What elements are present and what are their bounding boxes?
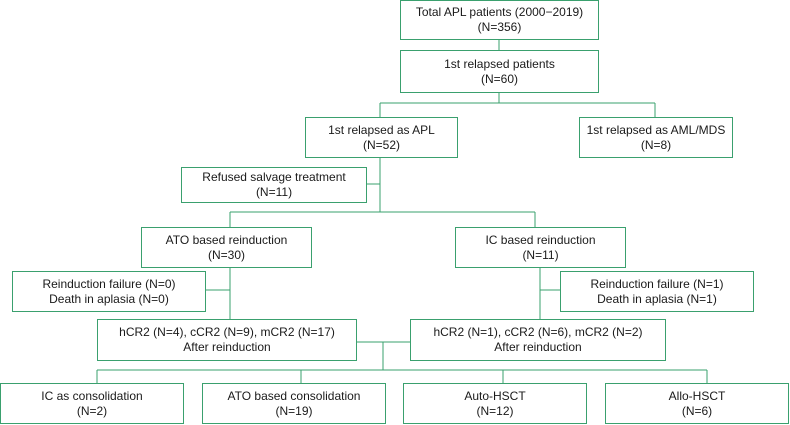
ato-consolidation-count: (N=19) bbox=[275, 403, 313, 418]
ic-reinduction-title: IC based reinduction bbox=[485, 232, 596, 247]
ato-consolidation-box: ATO based consolidation (N=19) bbox=[202, 383, 386, 424]
relapsed-aml-count: (N=8) bbox=[640, 137, 672, 152]
ato-reinduction-title: ATO based reinduction bbox=[165, 232, 288, 247]
relapsed-patients-title: 1st relapsed patients bbox=[444, 56, 555, 71]
refused-salvage-title: Refused salvage treatment bbox=[202, 170, 346, 184]
ato-failure-box: Reinduction failure (N=0) Death in aplas… bbox=[12, 271, 206, 312]
auto-hsct-count: (N=12) bbox=[476, 403, 514, 418]
auto-hsct-box: Auto-HSCT (N=12) bbox=[403, 383, 587, 424]
ato-cr2-box: hCR2 (N=4), cCR2 (N=9), mCR2 (N=17) Afte… bbox=[97, 319, 357, 361]
refused-salvage-count: (N=11) bbox=[255, 185, 293, 199]
allo-hsct-title: Allo-HSCT bbox=[668, 388, 726, 403]
relapsed-apl-box: 1st relapsed as APL (N=52) bbox=[305, 117, 458, 158]
ic-failure-reinduction: Reinduction failure (N=1) bbox=[590, 276, 724, 291]
ato-reinduction-count: (N=30) bbox=[207, 247, 245, 262]
ic-reinduction-count: (N=11) bbox=[522, 247, 559, 262]
total-patients-box: Total APL patients (2000−2019) (N=356) bbox=[400, 0, 599, 40]
ic-reinduction-box: IC based reinduction (N=11) bbox=[455, 227, 626, 268]
ato-cr2-label: After reinduction bbox=[183, 340, 271, 354]
ic-cr2-box: hCR2 (N=1), cCR2 (N=6), mCR2 (N=2) After… bbox=[410, 319, 666, 361]
ic-consolidation-count: (N=2) bbox=[76, 403, 108, 418]
ato-failure-death: Death in aplasia (N=0) bbox=[49, 291, 169, 306]
ic-failure-death: Death in aplasia (N=1) bbox=[597, 291, 717, 306]
refused-salvage-box: Refused salvage treatment (N=11) bbox=[181, 167, 367, 203]
ic-cr2-counts: hCR2 (N=1), cCR2 (N=6), mCR2 (N=2) bbox=[433, 325, 643, 339]
relapsed-aml-title: 1st relapsed as AML/MDS bbox=[586, 122, 726, 137]
ic-consolidation-title: IC as consolidation bbox=[41, 388, 143, 403]
ic-failure-box: Reinduction failure (N=1) Death in aplas… bbox=[560, 271, 754, 312]
relapsed-apl-title: 1st relapsed as APL bbox=[328, 122, 435, 137]
relapsed-apl-count: (N=52) bbox=[362, 137, 400, 152]
allo-hsct-box: Allo-HSCT (N=6) bbox=[605, 383, 789, 424]
ato-reinduction-box: ATO based reinduction (N=30) bbox=[141, 227, 312, 268]
total-patients-title: Total APL patients (2000−2019) bbox=[415, 5, 584, 19]
auto-hsct-title: Auto-HSCT bbox=[464, 388, 526, 403]
ic-cr2-label: After reinduction bbox=[494, 340, 582, 354]
ic-consolidation-box: IC as consolidation (N=2) bbox=[0, 383, 184, 424]
total-patients-count: (N=356) bbox=[477, 20, 522, 34]
ato-consolidation-title: ATO based consolidation bbox=[227, 388, 361, 403]
allo-hsct-count: (N=6) bbox=[681, 403, 713, 418]
ato-cr2-counts: hCR2 (N=4), cCR2 (N=9), mCR2 (N=17) bbox=[119, 325, 335, 339]
ato-failure-reinduction: Reinduction failure (N=0) bbox=[42, 276, 176, 291]
relapsed-patients-count: (N=60) bbox=[480, 71, 518, 86]
relapsed-patients-box: 1st relapsed patients (N=60) bbox=[400, 50, 599, 93]
relapsed-aml-box: 1st relapsed as AML/MDS (N=8) bbox=[579, 117, 733, 158]
